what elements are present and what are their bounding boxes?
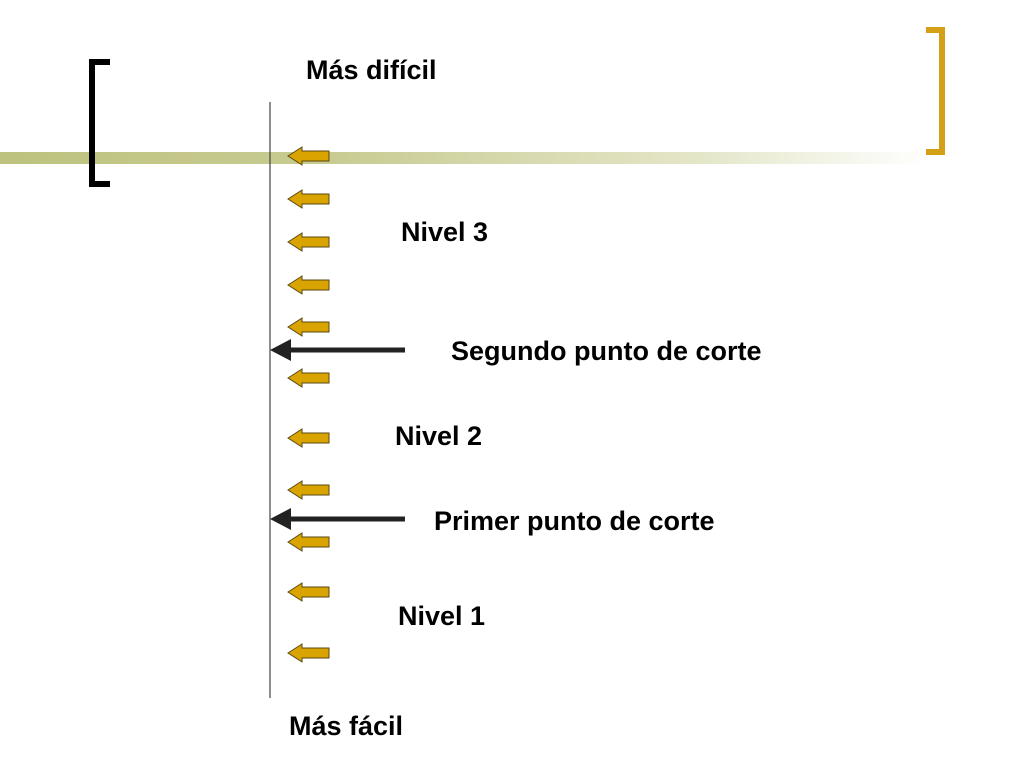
- second-cut-label: Segundo punto de corte: [451, 336, 762, 366]
- item-arrows: [287, 146, 330, 663]
- small-left-arrow-icon: [287, 146, 330, 166]
- small-left-arrow-icon: [287, 317, 330, 337]
- small-left-arrow-icon: [287, 275, 330, 295]
- level-1-label: Nivel 1: [398, 601, 486, 631]
- small-left-arrow-icon: [287, 643, 330, 663]
- small-left-arrow-icon: [287, 428, 330, 448]
- small-left-arrow-icon: [287, 368, 330, 388]
- accent-bar: [0, 152, 930, 164]
- level-3-label: Nivel 3: [401, 217, 489, 247]
- first-cut-arrow: [270, 508, 405, 530]
- bottom-label: Más fácil: [289, 711, 404, 741]
- first-cut-label: Primer punto de corte: [434, 506, 715, 536]
- left-bracket-icon: [89, 59, 110, 187]
- right-bracket-icon: [926, 27, 945, 155]
- level-2-label: Nivel 2: [395, 421, 483, 451]
- small-left-arrow-icon: [287, 189, 330, 209]
- small-left-arrow-icon: [287, 232, 330, 252]
- small-left-arrow-icon: [287, 582, 330, 602]
- small-left-arrow-icon: [287, 480, 330, 500]
- second-cut-arrow: [270, 339, 405, 361]
- top-label: Más difícil: [306, 55, 437, 85]
- small-left-arrow-icon: [287, 532, 330, 552]
